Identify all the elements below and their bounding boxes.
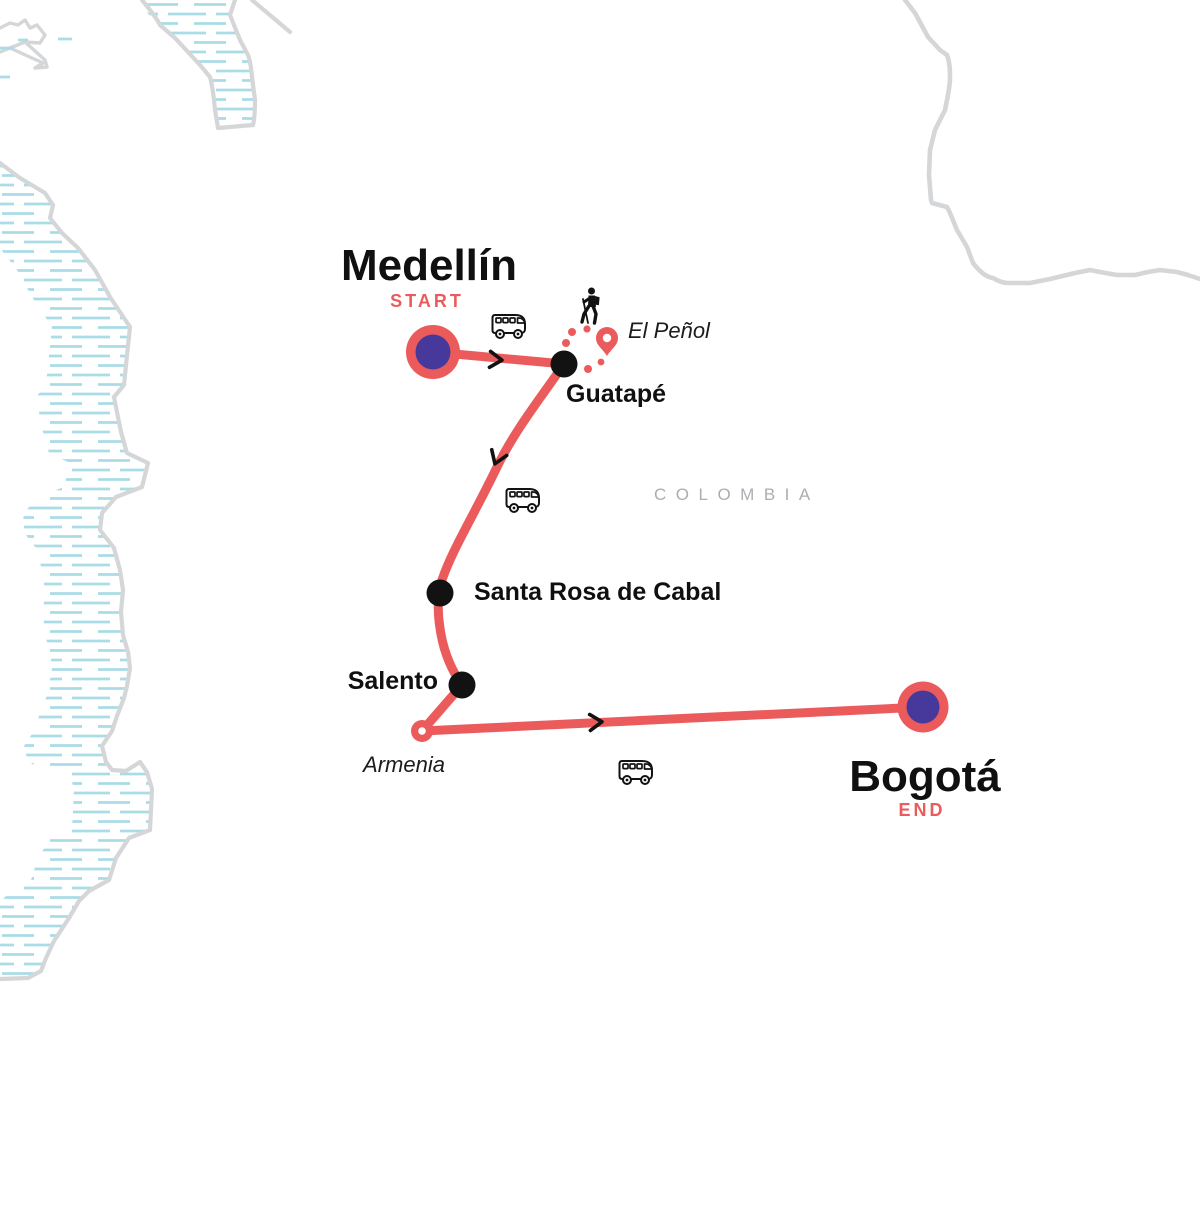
bogota-label: Bogotá (849, 752, 1001, 801)
region-label: COLOMBIA (654, 485, 820, 504)
end-marker-bogota (897, 681, 949, 733)
el-penol-pin (596, 327, 618, 356)
excursion-dots (562, 325, 605, 373)
armenia-label: Armenia (363, 752, 445, 777)
bus-icon (618, 760, 653, 785)
el-penol-label: El Peñol (628, 318, 710, 343)
stop-dot-santa-rosa (426, 579, 454, 607)
bus-icon (505, 488, 540, 513)
coastal-water (0, 163, 152, 979)
hiker-icon (580, 285, 602, 325)
river-right-bank (227, 0, 258, 128)
start-tag: START (390, 291, 464, 311)
stop-dot-salento (448, 671, 476, 699)
bus-icon (491, 314, 526, 339)
islands (0, 18, 72, 79)
country-border (902, 0, 1200, 286)
start-marker-medellin (406, 325, 460, 379)
river-branch-border (249, 0, 293, 35)
stop-dot-guatape (550, 350, 578, 378)
waypoint-ring-armenia (411, 720, 433, 742)
river-water (133, 0, 255, 128)
santa-rosa-label: Santa Rosa de Cabal (474, 578, 722, 606)
coastline (0, 160, 155, 982)
end-tag: END (898, 800, 946, 820)
guatape-label: Guatapé (566, 380, 667, 408)
salento-label: Salento (347, 667, 438, 695)
route-line (417, 347, 928, 736)
medellin-label: Medellín (340, 241, 518, 290)
river-left-bank (139, 0, 256, 131)
